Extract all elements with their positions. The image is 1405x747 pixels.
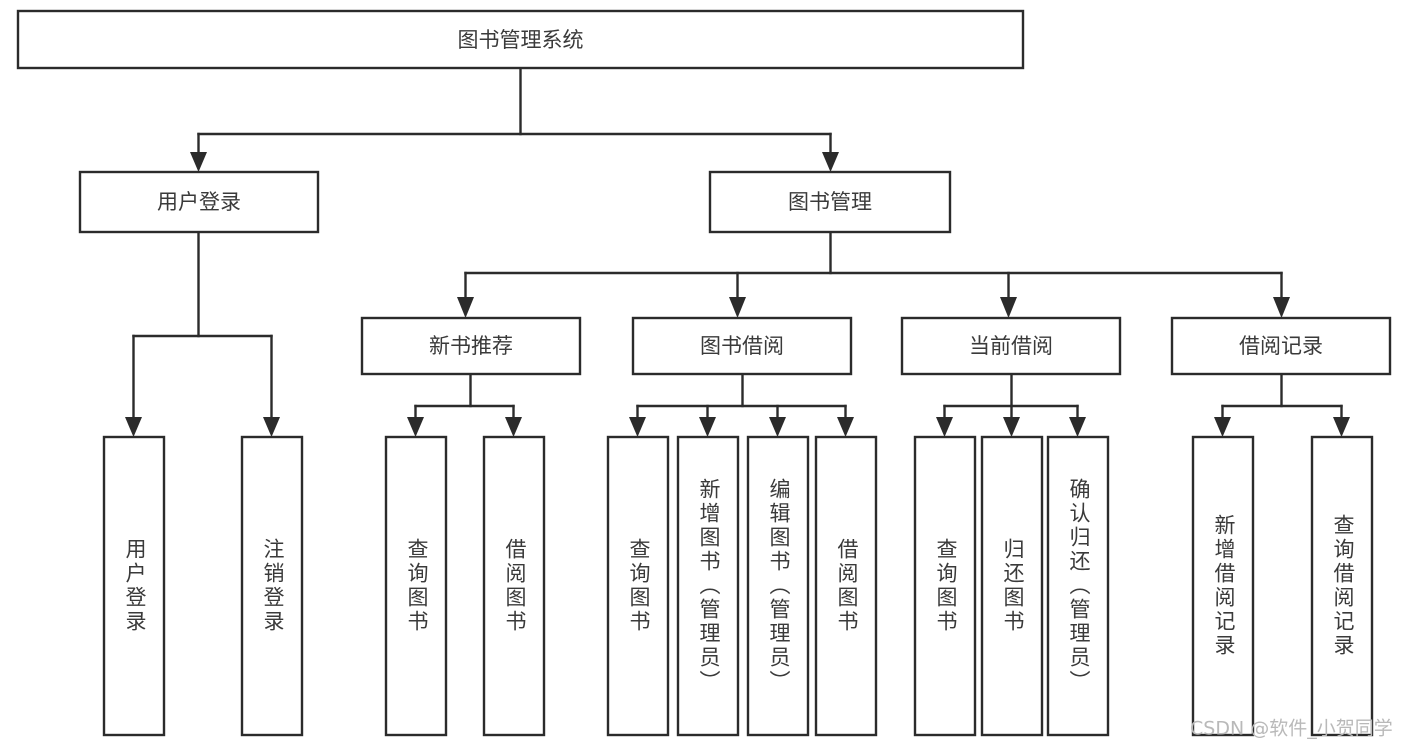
node-leaf-logout-login-label: 注销登录 — [261, 538, 285, 634]
watermark-label: CSDN @软件_小贺同学 — [1190, 718, 1393, 740]
edges-layer — [125, 66, 1350, 437]
node-book-management-box[interactable] — [708, 170, 952, 234]
node-leaf-query-book-recommend-box[interactable] — [384, 435, 448, 737]
node-leaf-query-book-recommend-label: 查询图书 — [405, 538, 429, 634]
node-leaf-query-book-borrow[interactable]: 查询图书 — [606, 435, 670, 737]
node-leaf-add-book-box[interactable] — [676, 435, 740, 737]
node-leaf-query-borrow-record[interactable]: 查询借阅记录 — [1310, 435, 1374, 737]
arrow-current-borrow-to-leaf1 — [936, 417, 953, 437]
node-leaf-query-book-borrow-box[interactable] — [606, 435, 670, 737]
node-leaf-borrow-book-recommend-box[interactable] — [482, 435, 546, 737]
node-current-borrow[interactable]: 当前借阅 — [900, 316, 1122, 376]
arrow-new-book-to-leaf2 — [505, 417, 522, 437]
node-leaf-add-book-label: 新增图书（管理员） — [697, 478, 721, 694]
node-leaf-edit-book-label: 编辑图书（管理员） — [767, 478, 791, 694]
node-leaf-borrow-book-label: 借阅图书 — [835, 538, 859, 634]
node-leaf-return-book-label: 归还图书 — [1001, 538, 1025, 634]
arrow-bm-to-current-borrow — [1000, 297, 1017, 318]
nodes-layer: 图书管理系统 用户登录 图书管理 新书推荐 图书借阅 — [16, 9, 1392, 737]
node-root[interactable]: 图书管理系统 — [16, 9, 1025, 70]
arrow-borrow-record-to-leaf1 — [1214, 417, 1231, 437]
node-user-login-box[interactable] — [78, 170, 320, 234]
node-book-borrow-box[interactable] — [631, 316, 853, 376]
node-borrow-record-label: 借阅记录 — [1239, 334, 1323, 358]
arrow-current-borrow-to-leaf3 — [1069, 417, 1086, 437]
node-leaf-query-book-current-label: 查询图书 — [934, 538, 958, 634]
node-leaf-confirm-return-box[interactable] — [1046, 435, 1110, 737]
node-leaf-add-borrow-record-label: 新增借阅记录 — [1212, 514, 1236, 658]
node-book-borrow[interactable]: 图书借阅 — [631, 316, 853, 376]
node-borrow-record[interactable]: 借阅记录 — [1170, 316, 1392, 376]
node-current-borrow-label: 当前借阅 — [969, 334, 1053, 358]
arrow-bm-to-new-book — [457, 297, 474, 318]
node-leaf-borrow-book-recommend[interactable]: 借阅图书 — [482, 435, 546, 737]
arrow-book-borrow-to-leaf4 — [837, 417, 854, 437]
node-leaf-query-borrow-record-box[interactable] — [1310, 435, 1374, 737]
node-current-borrow-box[interactable] — [900, 316, 1122, 376]
node-leaf-query-book-recommend[interactable]: 查询图书 — [384, 435, 448, 737]
node-root-box[interactable] — [16, 9, 1025, 70]
node-leaf-add-borrow-record-box[interactable] — [1191, 435, 1255, 737]
node-new-book-recommend-box[interactable] — [360, 316, 582, 376]
node-leaf-return-book-box[interactable] — [980, 435, 1044, 737]
node-leaf-query-book-current-box[interactable] — [913, 435, 977, 737]
arrow-bm-to-book-borrow — [729, 297, 746, 318]
arrow-book-borrow-to-leaf3 — [769, 417, 786, 437]
arrow-bm-to-borrow-record — [1273, 297, 1290, 318]
node-leaf-borrow-book[interactable]: 借阅图书 — [814, 435, 878, 737]
node-user-login-label: 用户登录 — [157, 190, 241, 214]
node-leaf-user-login-box[interactable] — [102, 435, 166, 737]
node-leaf-query-borrow-record-label: 查询借阅记录 — [1331, 514, 1355, 658]
node-book-management[interactable]: 图书管理 — [708, 170, 952, 234]
arrow-root-to-book-management — [822, 152, 839, 172]
node-leaf-borrow-book-recommend-label: 借阅图书 — [503, 538, 527, 634]
node-leaf-borrow-book-box[interactable] — [814, 435, 878, 737]
arrow-borrow-record-to-leaf2 — [1333, 417, 1350, 437]
node-user-login[interactable]: 用户登录 — [78, 170, 320, 234]
node-leaf-confirm-return[interactable]: 确认归还（管理员） — [1046, 435, 1110, 737]
node-leaf-edit-book-box[interactable] — [746, 435, 810, 737]
node-leaf-query-book-current[interactable]: 查询图书 — [913, 435, 977, 737]
node-leaf-return-book[interactable]: 归还图书 — [980, 435, 1044, 737]
node-leaf-add-book[interactable]: 新增图书（管理员） — [676, 435, 740, 737]
node-leaf-logout-login[interactable]: 注销登录 — [240, 435, 304, 737]
node-leaf-logout-login-box[interactable] — [240, 435, 304, 737]
node-book-management-label: 图书管理 — [788, 190, 872, 214]
node-leaf-add-borrow-record[interactable]: 新增借阅记录 — [1191, 435, 1255, 737]
node-leaf-query-book-borrow-label: 查询图书 — [627, 538, 651, 634]
node-leaf-edit-book[interactable]: 编辑图书（管理员） — [746, 435, 810, 737]
node-borrow-record-box[interactable] — [1170, 316, 1392, 376]
arrow-book-borrow-to-leaf2 — [699, 417, 716, 437]
node-new-book-recommend[interactable]: 新书推荐 — [360, 316, 582, 376]
arrow-new-book-to-leaf1 — [407, 417, 424, 437]
node-leaf-user-login-label: 用户登录 — [123, 538, 147, 634]
node-new-book-recommend-label: 新书推荐 — [429, 334, 513, 358]
node-root-label: 图书管理系统 — [458, 28, 584, 52]
arrow-user-login-to-leaf1 — [125, 417, 142, 437]
node-book-borrow-label: 图书借阅 — [700, 334, 784, 358]
arrow-current-borrow-to-leaf2 — [1003, 417, 1020, 437]
arrow-book-borrow-to-leaf1 — [629, 417, 646, 437]
arrow-user-login-to-leaf2 — [263, 417, 280, 437]
node-leaf-user-login[interactable]: 用户登录 — [102, 435, 166, 737]
arrow-root-to-user-login — [190, 152, 207, 172]
node-leaf-confirm-return-label: 确认归还（管理员） — [1067, 478, 1091, 694]
